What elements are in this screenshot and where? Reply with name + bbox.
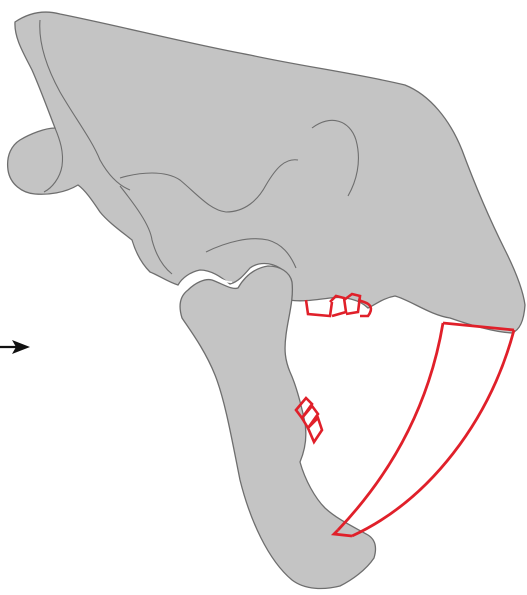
canine-band [334, 323, 514, 536]
arrow-pointer [0, 340, 30, 354]
